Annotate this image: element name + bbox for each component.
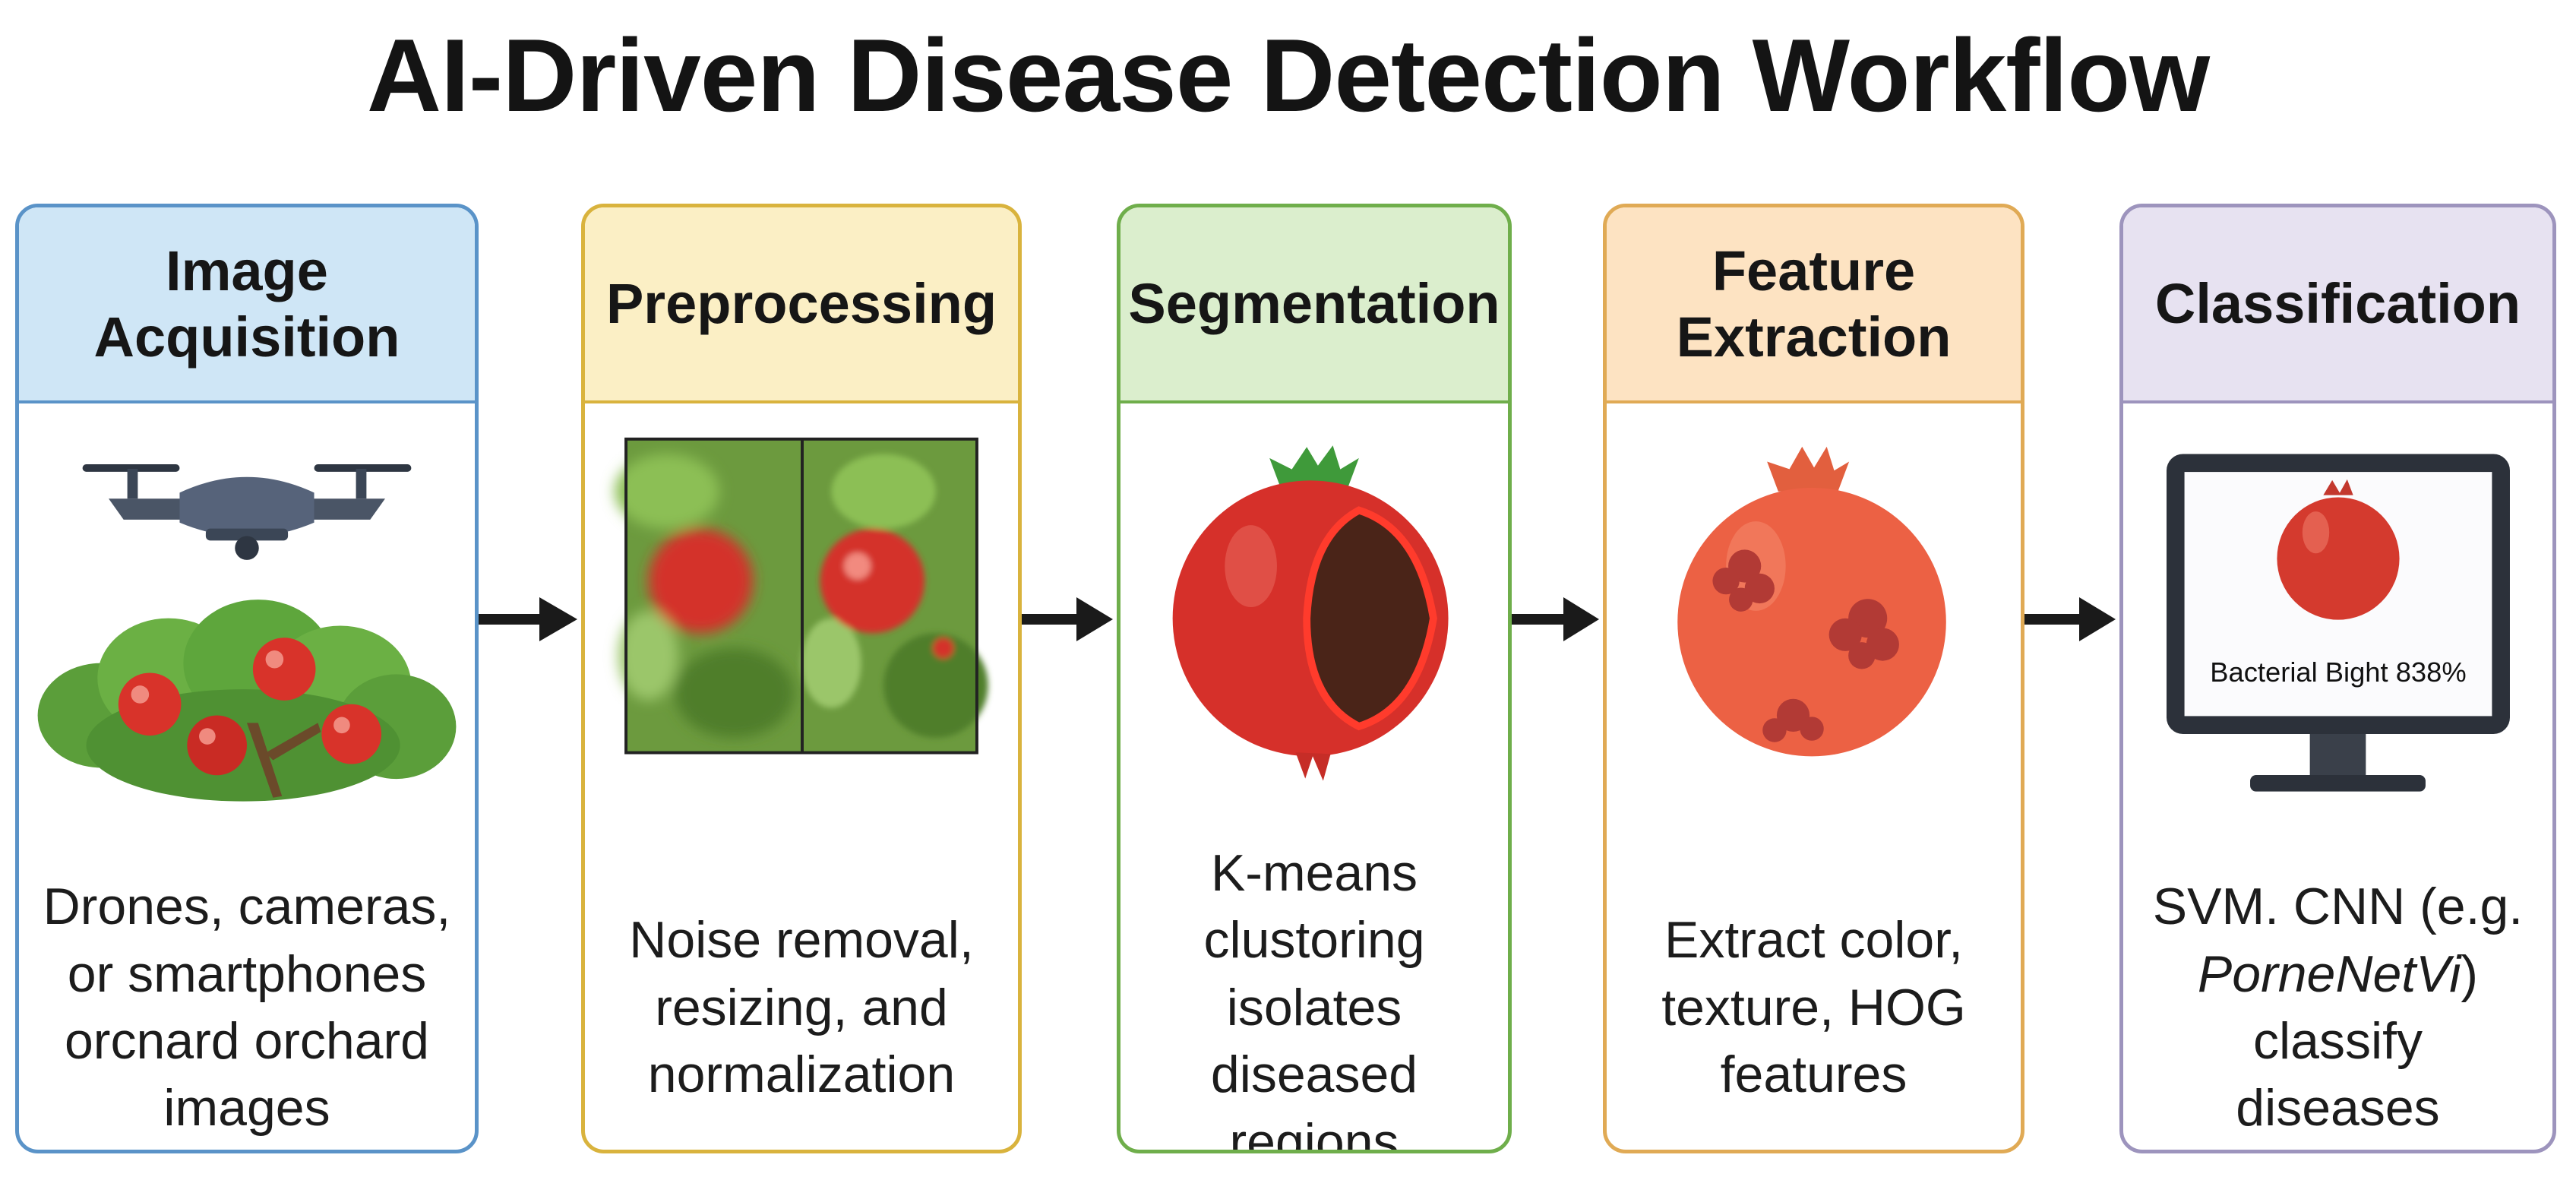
arrow-right-icon xyxy=(1512,593,1603,646)
step-card-classification: Classification Bacterial Bight 838% SVM.… xyxy=(2119,204,2556,1153)
step-card-segmentation: Segmentation K-means clustoring isolates… xyxy=(1117,204,1512,1153)
arrow-right-icon xyxy=(1022,593,1117,646)
result-label: Bacterial Bight 838% xyxy=(2210,657,2466,688)
spotted-pomegranate-icon xyxy=(1607,435,2021,861)
model-name: PorneNetVi xyxy=(2197,944,2461,1003)
step-description: Extract color, texture, HOG features xyxy=(1661,911,1966,1104)
step-description: SVM. CNN (e.g. PorneNetVi) classify dise… xyxy=(2152,878,2524,1137)
step-title: Segmentation xyxy=(1120,207,1508,403)
step-title: Preprocessing xyxy=(585,207,1018,403)
arrow-right-icon xyxy=(2024,593,2119,646)
drone-over-pomegranate-shrub-icon xyxy=(19,435,475,861)
step-description: K-means clustoring isolates diseased reg… xyxy=(1203,844,1425,1153)
monitor-with-result-icon: Bacterial Bight 838% xyxy=(2123,435,2552,861)
step-description: Noise removal, resizing, and normalizati… xyxy=(629,911,974,1104)
step-title: Classification xyxy=(2123,207,2552,403)
blurry-vs-sharp-fruit-photos-icon xyxy=(585,435,1018,861)
step-card-preprocessing: Preprocessing xyxy=(581,204,1022,1153)
page-title: AI-Driven Disease Detection Workflow xyxy=(366,17,2210,133)
step-description: Drones, cameras, or smartphones orcnard … xyxy=(43,878,451,1137)
segmented-pomegranate-icon xyxy=(1120,435,1508,861)
arrow-right-icon xyxy=(479,593,581,646)
